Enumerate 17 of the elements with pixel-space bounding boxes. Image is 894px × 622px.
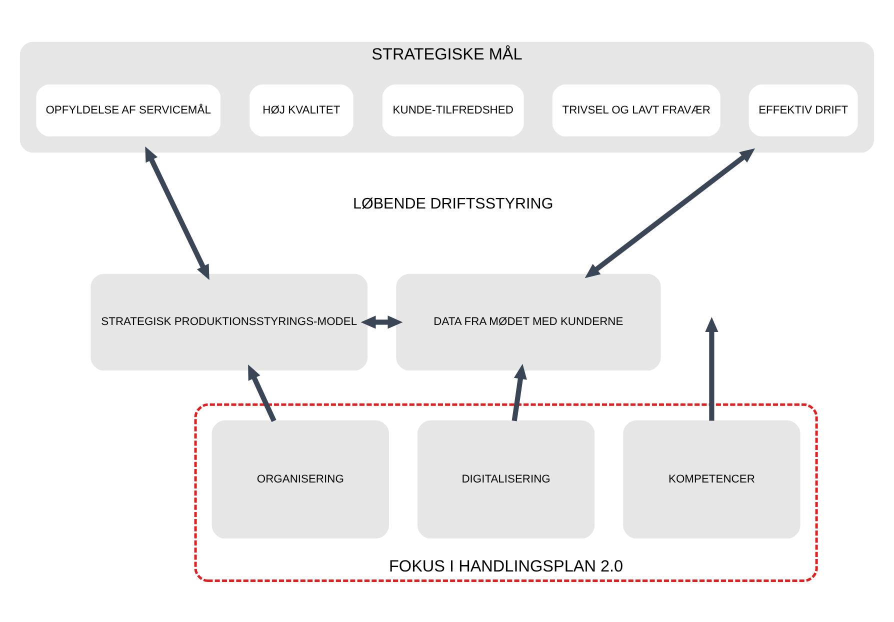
arrow bbox=[145, 146, 210, 280]
label: LØBENDE DRIFTSSTYRING bbox=[353, 195, 554, 212]
arrow bbox=[512, 363, 527, 421]
node-box: ORGANISERING bbox=[212, 420, 389, 538]
node-box: KOMPETENCER bbox=[623, 420, 800, 538]
node-box: EFFEKTIV DRIFT bbox=[748, 84, 858, 136]
node-box: OPFYLDELSE AF SERVICEMÅL bbox=[36, 84, 220, 136]
arrow bbox=[584, 148, 755, 278]
node-box: DATA FRA MØDET MED KUNDERNE bbox=[396, 273, 661, 370]
arrow bbox=[360, 315, 403, 328]
arrow bbox=[705, 316, 718, 420]
node-box: TRIVSEL OG LAVT FRAVÆR bbox=[552, 84, 720, 136]
node-box: STRATEGISK PRODUKTIONSSTYRINGS-MODEL bbox=[90, 273, 368, 370]
arrow bbox=[248, 364, 276, 422]
node-box: KUNDE-TILFREDSHED bbox=[382, 84, 524, 136]
node-box: HØJ KVALITET bbox=[250, 84, 354, 136]
node-box: DIGITALISERING bbox=[417, 420, 595, 538]
